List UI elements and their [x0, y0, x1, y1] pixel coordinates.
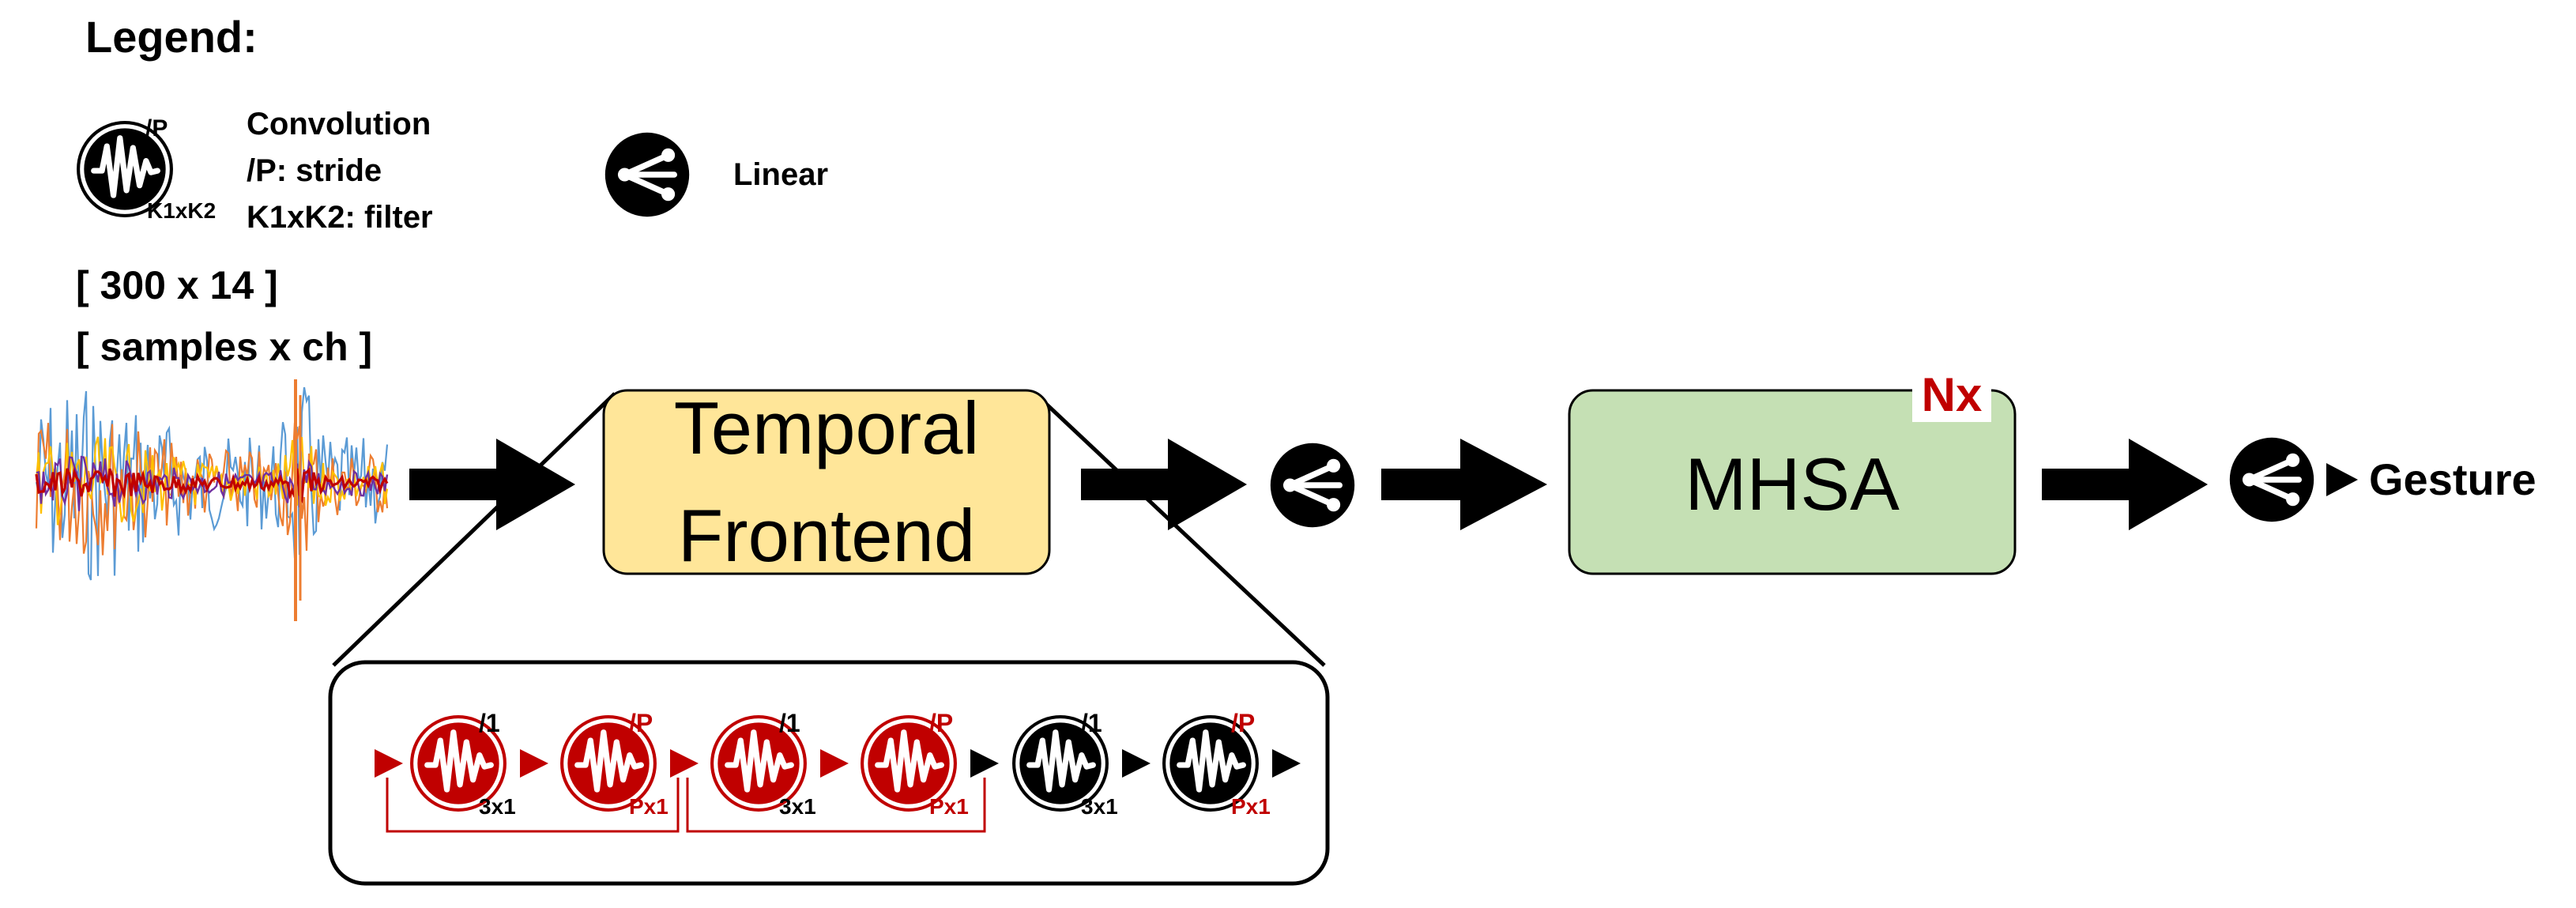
temporal-frontend-line1: Temporal: [674, 386, 980, 469]
legend-convolution-icon: /P K1xK2: [78, 115, 216, 223]
frontend-detail-chain: /1 3x1/P Px1/1 3x1/P Px1/1 3x1/P Px1: [375, 709, 1301, 833]
arrow-frontend-to-linear: [1081, 439, 1247, 530]
conv-filter-label: 3x1: [1081, 794, 1118, 819]
legend-stride-text: /P: stride: [247, 153, 382, 188]
legend-stride-label: /P: [145, 115, 168, 141]
arrow-mhsa-to-linear: [2042, 439, 2208, 530]
arrow-input-to-frontend: [409, 439, 575, 530]
zoom-line-right: [1034, 392, 1326, 667]
mhsa-label: MHSA: [1685, 443, 1900, 526]
linear-icon-output: [2230, 438, 2314, 522]
temporal-frontend-line2: Frontend: [678, 494, 975, 577]
conv-stride-label: /1: [1081, 709, 1102, 737]
conv-filter-label: Px1: [1231, 794, 1271, 819]
legend-filter-label: K1xK2: [147, 198, 216, 223]
conv-stride-label: /P: [929, 709, 953, 737]
conv-filter-label: 3x1: [779, 794, 816, 819]
signal-trace: [36, 455, 389, 511]
arrow-linear-to-mhsa: [1381, 439, 1547, 530]
chain-arrow: [520, 749, 548, 778]
output-label: Gesture: [2369, 454, 2536, 504]
conv-stride-label: /P: [1231, 709, 1255, 737]
mhsa-block: MHSA Nx: [1568, 367, 2017, 575]
chain-arrow: [970, 749, 999, 778]
legend-title: Legend:: [85, 12, 258, 62]
signal-trace: [35, 436, 389, 526]
mhsa-repeat-label: Nx: [1922, 368, 1983, 421]
chain-arrow: [1122, 749, 1151, 778]
conv-filter-label: Px1: [629, 794, 668, 819]
linear-icon: [1271, 443, 1354, 527]
input-shape-label: [ 300 x 14 ]: [76, 263, 278, 307]
conv-stride-label: /1: [779, 709, 800, 737]
conv-stride-label: /P: [629, 709, 653, 737]
arrow-to-output: [2326, 463, 2358, 496]
multichannel-signal-icon: [35, 379, 389, 621]
legend-convolution-text: Convolution: [247, 107, 431, 141]
chain-arrow: [1272, 749, 1301, 778]
zoom-line-left: [332, 392, 616, 667]
input-dims-label: [ samples x ch ]: [76, 325, 372, 369]
residual-connection: [386, 778, 680, 833]
conv-filter-label: 3x1: [479, 794, 516, 819]
chain-arrow: [375, 749, 403, 778]
chain-arrow: [670, 749, 699, 778]
legend-filter-text: K1xK2: filter: [247, 200, 433, 235]
chain-arrow: [820, 749, 849, 778]
legend-linear-icon: [605, 133, 689, 217]
legend-linear-text: Linear: [733, 157, 828, 192]
conv-filter-label: Px1: [929, 794, 969, 819]
conv-stride-label: /1: [479, 709, 500, 737]
residual-connection: [686, 778, 986, 833]
signal-trace: [35, 467, 389, 504]
signal-trace: [35, 422, 389, 556]
temporal-frontend-block: Temporal Frontend: [602, 386, 1051, 577]
